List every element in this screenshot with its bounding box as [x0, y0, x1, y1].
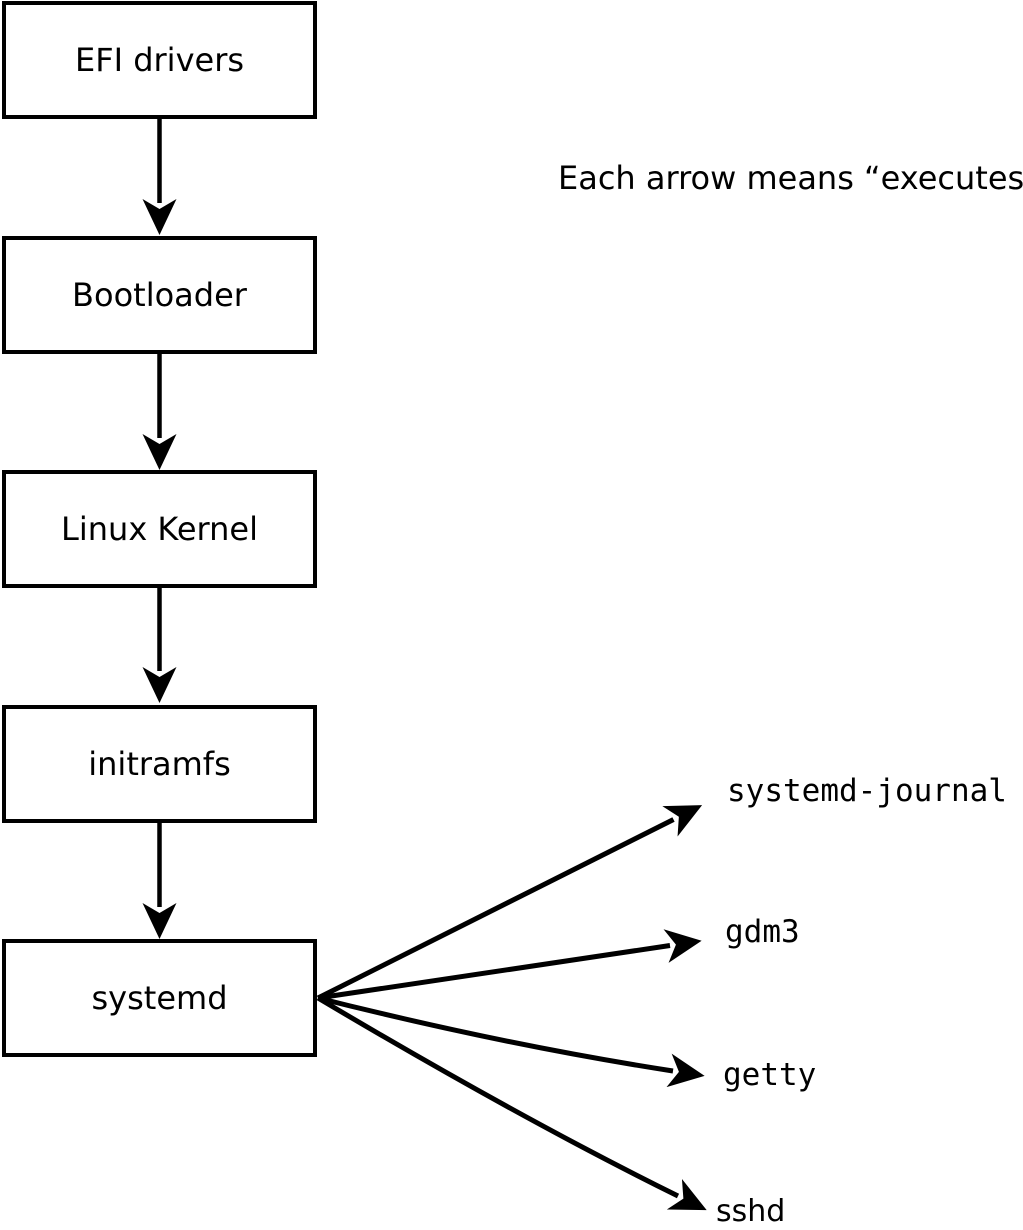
target-label-systemd-journal: systemd-journal: [727, 773, 1007, 809]
node-label: EFI drivers: [74, 41, 245, 79]
node-label: initramfs: [88, 745, 231, 783]
node-label: systemd: [91, 979, 228, 1017]
node-bootloader: Bootloader: [2, 236, 317, 354]
target-label-gdm3: gdm3: [725, 914, 800, 950]
arrow-systemd-to-getty: [317, 995, 705, 1088]
arrow-systemd-to-gdm3: [317, 929, 702, 1001]
node-label: Bootloader: [72, 276, 247, 314]
target-label-sshd: sshd: [716, 1194, 786, 1229]
arrow-systemd-to-systemd-journal: [316, 805, 703, 1001]
caption: Each arrow means “executes”.: [558, 159, 1023, 197]
node-linux-kernel: Linux Kernel: [2, 470, 317, 588]
node-initramfs: initramfs: [2, 705, 317, 823]
arrow-systemd-to-sshd: [316, 995, 707, 1211]
node-systemd: systemd: [2, 939, 317, 1057]
node-efi-drivers: EFI drivers: [2, 1, 317, 119]
node-label: Linux Kernel: [61, 510, 258, 548]
target-label-getty: getty: [723, 1057, 817, 1093]
